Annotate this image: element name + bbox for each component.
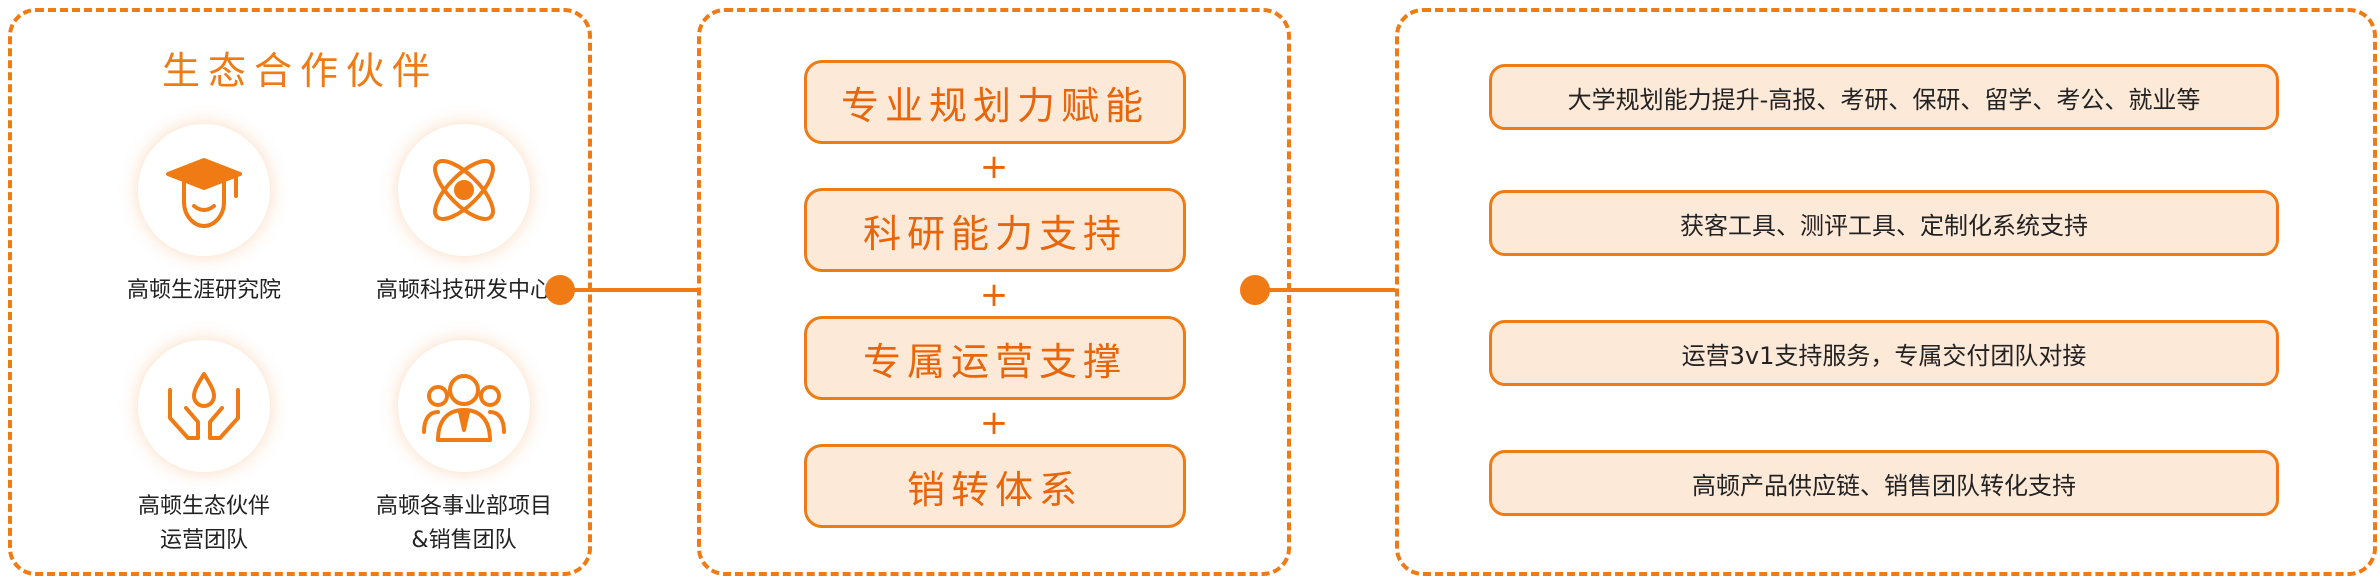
partner-business-units: 高顿各事业部项目 &销售团队 bbox=[324, 340, 604, 558]
support-panel: 专业规划力赋能 + 科研能力支持 + 专属运营支撑 + 销转体系 bbox=[697, 8, 1291, 576]
team-people-icon bbox=[398, 340, 530, 472]
partner-label: 高顿各事业部项目 &销售团队 bbox=[375, 494, 552, 553]
support-item: 科研能力支持 bbox=[804, 188, 1186, 272]
service-item: 获客工具、测评工具、定制化系统支持 bbox=[1489, 190, 2279, 256]
services-panel: 大学规划能力提升-高报、考研、保研、留学、考公、就业等 获客工具、测评工具、定制… bbox=[1395, 8, 2377, 576]
service-item: 运营3v1支持服务，专属交付团队对接 bbox=[1489, 320, 2279, 386]
partner-tech-rd-center: 高顿科技研发中心 bbox=[324, 124, 604, 308]
panel-title: 生态合作伙伴 bbox=[161, 49, 438, 93]
partner-label: 高顿科技研发中心 bbox=[375, 278, 552, 303]
support-item: 专业规划力赋能 bbox=[804, 60, 1186, 144]
support-item: 专属运营支撑 bbox=[804, 316, 1186, 400]
plus-sign: + bbox=[979, 275, 1009, 315]
partner-career-institute: 高顿生涯研究院 bbox=[64, 124, 344, 308]
plus-sign: + bbox=[979, 147, 1009, 187]
partners-panel: 生态合作伙伴 高顿生涯研究院 高顿科技研发中心 bbox=[8, 8, 592, 576]
service-item: 大学规划能力提升-高报、考研、保研、留学、考公、就业等 bbox=[1489, 64, 2279, 130]
partner-eco-ops-team: 高顿生态伙伴 运营团队 bbox=[64, 340, 344, 558]
partner-label: 高顿生涯研究院 bbox=[126, 278, 281, 303]
service-item: 高顿产品供应链、销售团队转化支持 bbox=[1489, 450, 2279, 516]
plus-sign: + bbox=[979, 403, 1009, 443]
graduate-cap-icon bbox=[138, 124, 270, 256]
hands-drop-icon bbox=[138, 340, 270, 472]
atom-icon bbox=[398, 124, 530, 256]
partner-label: 高顿生态伙伴 运营团队 bbox=[137, 494, 270, 553]
support-item: 销转体系 bbox=[804, 444, 1186, 528]
